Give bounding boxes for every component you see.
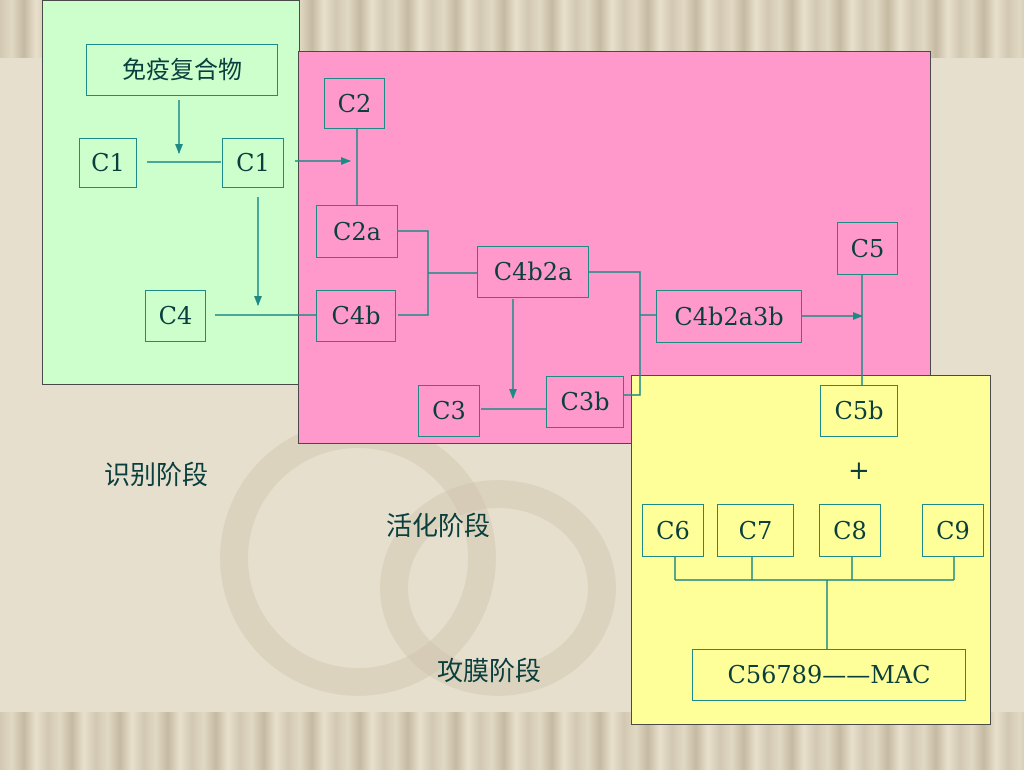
plus-sign: +: [848, 456, 870, 486]
mac-box: C56789——MAC: [692, 649, 966, 701]
recognition-stage-label: 识别阶段: [104, 461, 209, 491]
c4b2a-box: C4b2a: [477, 246, 589, 298]
c3b-box: C3b: [546, 376, 624, 428]
c2-box: C2: [324, 78, 385, 129]
c9-box: C9: [922, 504, 984, 557]
activation-stage-label: 活化阶段: [386, 512, 491, 542]
recognition-stage-region: [42, 0, 300, 385]
c1-box-right: C1: [222, 138, 284, 188]
immune-complex-box: 免疫复合物: [86, 44, 278, 96]
membrane-attack-stage-label: 攻膜阶段: [437, 657, 542, 687]
c7-box: C7: [717, 504, 794, 557]
c4-box: C4: [145, 290, 206, 342]
membrane-attack-stage-region: [631, 375, 991, 725]
c3-box: C3: [418, 385, 480, 437]
c5-box: C5: [837, 222, 898, 275]
c8-box: C8: [819, 504, 881, 557]
c4b-box: C4b: [316, 290, 396, 342]
c2a-box: C2a: [316, 205, 398, 258]
c1-box-left: C1: [79, 138, 137, 188]
c4b2a3b-box: C4b2a3b: [656, 290, 802, 343]
c5b-box: C5b: [820, 385, 898, 437]
c6-box: C6: [642, 504, 704, 557]
